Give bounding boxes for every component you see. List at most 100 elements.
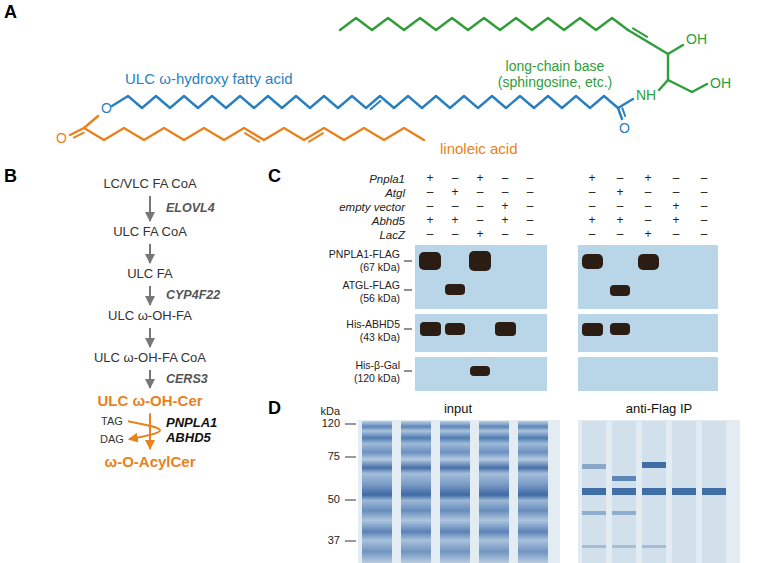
compound-name: ω-O-AcylCer: [104, 453, 195, 470]
compound-name: DAG: [100, 433, 124, 446]
panel-letter: C: [268, 166, 281, 187]
band-label: (43 kDa): [360, 331, 400, 343]
chemical-bond: [668, 45, 683, 54]
transfection-sign: +: [451, 214, 458, 228]
compound-name: ULC FA: [127, 267, 173, 282]
transfection-sign: –: [452, 172, 459, 186]
western-blot: [404, 329, 412, 330]
fatty-acid-chain: [112, 96, 618, 108]
construct-label: Abhd5: [372, 215, 405, 228]
construct-label: LacZ: [379, 229, 405, 242]
coomassie-gel: [578, 420, 740, 563]
chemical-bond: [648, 42, 668, 54]
coomassie-gel: [612, 421, 636, 563]
transfection-sign: +: [501, 214, 508, 228]
transfection-sign: +: [426, 172, 433, 186]
compound-label: LC/VLC FA CoA: [101, 176, 198, 193]
western-blot: [415, 245, 547, 309]
chemical-bond: [692, 84, 707, 92]
chemical-bond: [618, 99, 633, 108]
band-label: PNPLA1-FLAG: [329, 248, 400, 260]
enzyme-label: ELOVL4: [166, 201, 215, 215]
transfection-sign: –: [617, 200, 624, 214]
coomassie-gel: [702, 421, 726, 563]
pathway-arrow: [128, 421, 160, 439]
coomassie-gel: [642, 462, 666, 468]
moiety-label: linoleic acid: [440, 140, 518, 157]
chemical-bond: [618, 108, 622, 119]
coomassie-gel: [672, 421, 696, 563]
transfection-sign: –: [527, 214, 534, 228]
transfection-sign: –: [701, 186, 708, 200]
atom-label: OH: [686, 31, 707, 47]
coomassie-gel: [440, 421, 470, 563]
transfection-sign: –: [527, 186, 534, 200]
western-blot: [638, 254, 659, 270]
transfection-sign: –: [673, 186, 680, 200]
gel-title: anti-Flag IP: [626, 402, 692, 417]
transfection-sign: –: [673, 228, 680, 242]
pathway-arrow: [149, 196, 151, 221]
coomassie-gel: [345, 541, 356, 542]
transfection-sign: –: [477, 214, 484, 228]
coomassie-gel: [479, 421, 509, 563]
transfection-sign: –: [617, 172, 624, 186]
compound-name: TAG: [101, 415, 123, 428]
moiety-label: ULC ω-hydroxy fatty acid: [125, 70, 293, 87]
western-blot: [578, 245, 718, 309]
atom-label: O: [56, 130, 67, 146]
transfection-sign: +: [672, 200, 679, 214]
western-blot: [495, 322, 516, 336]
double-bond: [245, 133, 259, 141]
coomassie-gel: [642, 545, 666, 548]
coomassie-gel: [582, 421, 606, 563]
compound-name: ULC ω-OH-FA CoA: [94, 351, 206, 366]
western-blot: [404, 371, 412, 372]
transfection-sign: –: [452, 228, 459, 242]
double-bond: [622, 108, 625, 116]
transfection-sign: –: [527, 172, 534, 186]
compound-label: ULC ω-OH-Cer: [95, 391, 204, 410]
western-blot: [445, 284, 465, 295]
transfection-sign: +: [501, 200, 508, 214]
transfection-sign: +: [644, 228, 651, 242]
western-blot: [415, 357, 547, 391]
transfection-sign: –: [427, 200, 434, 214]
marker-size: 37: [328, 534, 340, 547]
atom-label: O: [619, 120, 630, 136]
western-blot: [404, 245, 718, 391]
transfection-sign: +: [476, 172, 483, 186]
panel-letter: B: [4, 166, 17, 187]
transfection-sign: –: [427, 228, 434, 242]
chemical-bond: [668, 80, 692, 92]
marker-size: 75: [328, 450, 340, 463]
western-blot: [470, 366, 490, 376]
transfection-sign: +: [616, 214, 623, 228]
pathway-arrow: [149, 244, 151, 263]
base-chain: [340, 18, 628, 30]
western-blot: [415, 314, 547, 352]
transfection-sign: +: [644, 172, 651, 186]
transfection-sign: –: [477, 186, 484, 200]
coomassie-gel: [582, 462, 726, 548]
construct-label: empty vector: [339, 201, 405, 214]
chemical-bond: [70, 28, 707, 141]
transfection-sign: –: [701, 228, 708, 242]
marker-size: 120: [322, 417, 340, 430]
coomassie-gel: [582, 511, 606, 515]
pathway-arrow: [149, 370, 151, 388]
coomassie-gel: [582, 488, 606, 495]
coomassie-gel: [362, 421, 392, 563]
transfection-sign: –: [701, 200, 708, 214]
construct-label: Pnpla1: [369, 173, 405, 186]
compound-label: ULC FA: [125, 266, 175, 283]
transfection-sign: –: [502, 186, 509, 200]
coomassie-gel: [642, 488, 666, 495]
transfection-sign: –: [701, 214, 708, 228]
transfection-sign: –: [502, 172, 509, 186]
transfection-sign: –: [645, 186, 652, 200]
western-blot: [419, 251, 659, 376]
transfection-sign: –: [645, 200, 652, 214]
western-blot: [404, 290, 412, 291]
coomassie-gel: [358, 420, 560, 563]
